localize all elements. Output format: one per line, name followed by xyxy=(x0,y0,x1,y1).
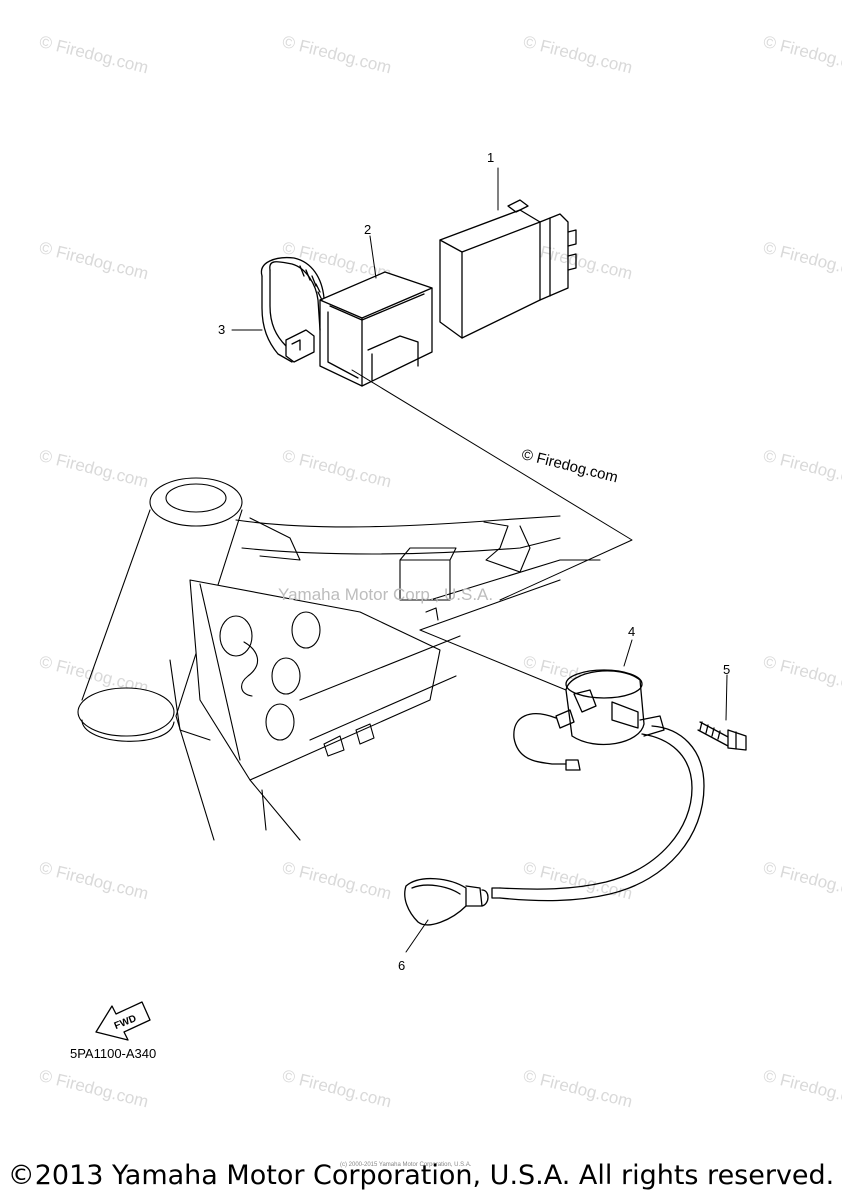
copyright-text: ©2013 Yamaha Motor Corporation, U.S.A. A… xyxy=(7,1160,835,1191)
diagram-code: 5PA1100-A340 xyxy=(70,1046,157,1061)
callout-6: 6 xyxy=(398,958,406,973)
frame-structure xyxy=(77,477,601,841)
callout-4: 4 xyxy=(628,624,636,639)
corp-watermark: Yamaha Motor Corp., U.S.A. xyxy=(278,585,494,604)
cdi-unit-part-1 xyxy=(439,199,577,339)
callout-5: 5 xyxy=(723,662,731,677)
ignition-coil-part-4 xyxy=(513,669,665,771)
fwd-arrow-icon: FWD xyxy=(95,1001,151,1041)
bolt-part-5 xyxy=(697,721,747,751)
rubber-holder-part-2 xyxy=(319,271,433,387)
small-copyright: (c) 2000-2015 Yamaha Motor Corporation, … xyxy=(340,1162,472,1168)
high-tension-cable xyxy=(491,725,705,902)
band-part-3 xyxy=(260,256,325,363)
callout-2: 2 xyxy=(364,222,372,237)
leader-lines xyxy=(231,167,728,953)
plug-cap-part-6 xyxy=(404,877,489,926)
callout-3: 3 xyxy=(218,322,226,337)
callout-1: 1 xyxy=(487,150,495,165)
